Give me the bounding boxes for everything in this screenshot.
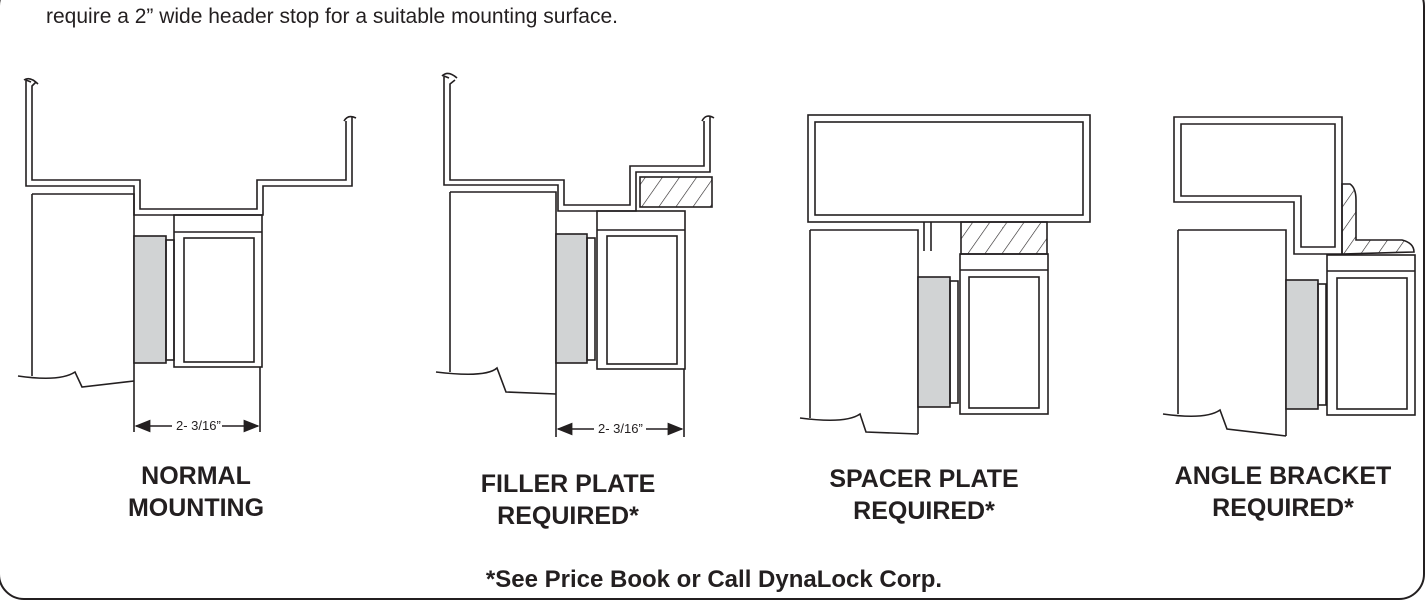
caption-filler-plate: FILLER PLATE REQUIRED* — [448, 468, 688, 532]
caption-line2: MOUNTING — [127, 494, 265, 522]
caption-line2: REQUIRED* — [853, 497, 995, 525]
spacer-plate-diagram — [799, 114, 1091, 435]
caption-spacer-plate: SPACER PLATE REQUIRED* — [804, 463, 1044, 527]
caption-line2: REQUIRED* — [1212, 494, 1354, 522]
caption-line1: ANGLE BRACKET — [1174, 462, 1392, 490]
caption-line1: NORMAL — [141, 462, 251, 490]
caption-angle-bracket: ANGLE BRACKET REQUIRED* — [1138, 460, 1428, 524]
caption-normal-mounting: NORMAL MOUNTING — [86, 460, 306, 524]
normal-mounting-diagram — [17, 77, 357, 433]
intro-text: require a 2” wide header stop for a suit… — [46, 5, 618, 28]
normal-dimension-label: 2- 3/16” — [176, 418, 221, 433]
filler-plate-diagram — [435, 72, 715, 437]
caption-line1: SPACER PLATE — [829, 465, 1019, 493]
angle-bracket-diagram — [1162, 116, 1416, 437]
caption-line2: REQUIRED* — [497, 502, 639, 530]
filler-dimension-label: 2- 3/16” — [598, 421, 643, 436]
caption-line1: FILLER PLATE — [480, 470, 656, 498]
footer-note: *See Price Book or Call DynaLock Corp. — [485, 566, 943, 593]
